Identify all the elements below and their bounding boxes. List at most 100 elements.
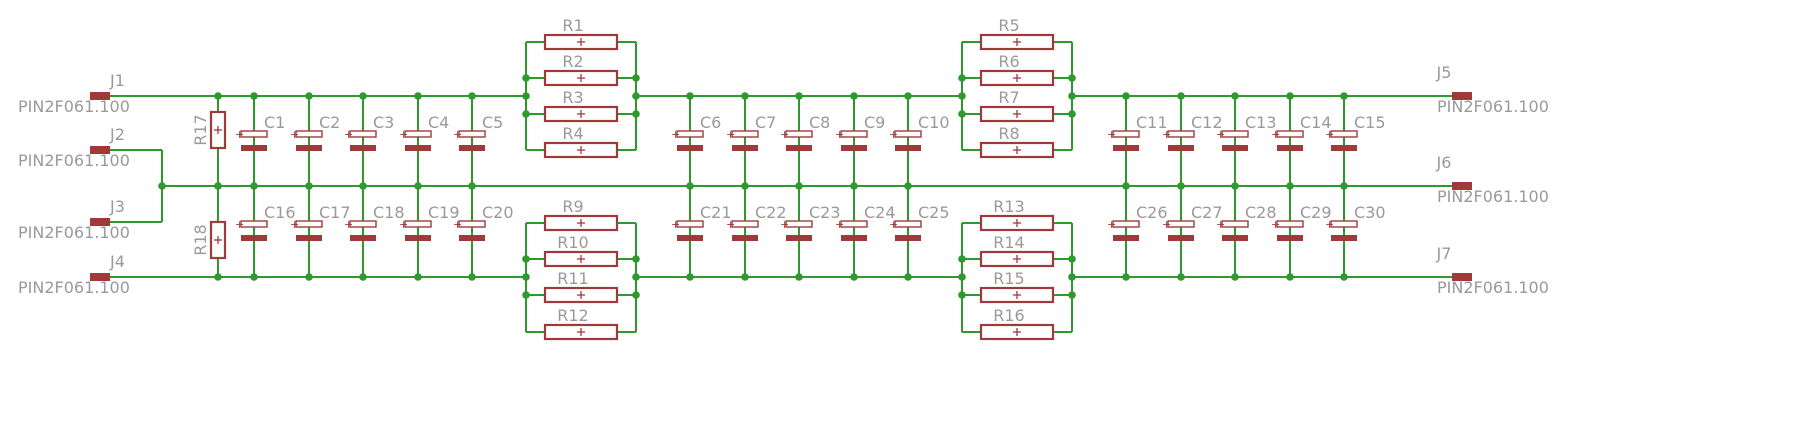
- capacitor-symbol: +: [1162, 218, 1195, 241]
- capacitor-symbol: +: [235, 128, 268, 151]
- resistor-symbol: [209, 110, 227, 150]
- capacitor-plate-negative: [1222, 235, 1248, 241]
- junction-dot: [741, 273, 749, 281]
- junction-dot: [1122, 182, 1130, 190]
- junction-dot: [686, 92, 694, 100]
- resistor-ref: R7: [998, 88, 1019, 107]
- capacitor-ref: C11: [1136, 113, 1168, 132]
- resistor-symbol: [543, 323, 619, 341]
- junction-dot: [522, 74, 530, 82]
- junction-dot: [468, 182, 476, 190]
- capacitor-plate-positive: [295, 130, 323, 138]
- capacitor-plate-negative: [677, 235, 703, 241]
- capacitor-polarity-mark: +: [835, 218, 844, 231]
- capacitor-plate-positive: [676, 130, 704, 138]
- capacitor-ref: C22: [755, 203, 787, 222]
- junction-dot: [1068, 110, 1076, 118]
- resistor-symbol: [543, 250, 619, 268]
- junction-dot: [468, 273, 476, 281]
- capacitor-ref: C15: [1354, 113, 1386, 132]
- capacitor-plate-negative: [405, 145, 431, 151]
- capacitor-plate-positive: [240, 220, 268, 228]
- capacitor-plate-negative: [1113, 235, 1139, 241]
- junction-dot: [795, 182, 803, 190]
- capacitor-symbol: +: [671, 218, 704, 241]
- junction-dot: [958, 110, 966, 118]
- capacitor-ref: C6: [700, 113, 721, 132]
- junction-dot: [1068, 74, 1076, 82]
- junction-dot: [305, 92, 313, 100]
- capacitor-plate-negative: [1277, 235, 1303, 241]
- capacitor-plate-positive: [731, 220, 759, 228]
- capacitor-symbol: +: [235, 218, 268, 241]
- capacitor-symbol: +: [1107, 128, 1140, 151]
- capacitor-plate-negative: [1331, 235, 1357, 241]
- capacitor-ref: C16: [264, 203, 296, 222]
- capacitor-ref: C19: [428, 203, 460, 222]
- capacitor-polarity-mark: +: [1162, 128, 1171, 141]
- capacitor-polarity-mark: +: [290, 218, 299, 231]
- capacitor-ref: C24: [864, 203, 896, 222]
- capacitor-ref: C1: [264, 113, 285, 132]
- junction-dot: [522, 110, 530, 118]
- capacitor-symbol: +: [726, 218, 759, 241]
- capacitor-symbol: +: [835, 218, 868, 241]
- capacitor-polarity-mark: +: [1107, 128, 1116, 141]
- junction-dot: [958, 273, 966, 281]
- resistor-ref: R15: [993, 269, 1024, 288]
- components: ++++++++++++++++++++++++++++++: [90, 33, 1472, 341]
- capacitor-plate-negative: [1222, 145, 1248, 151]
- resistor-symbol: [979, 250, 1055, 268]
- resistor-ref: R16: [993, 306, 1024, 325]
- resistor-ref: R2: [562, 52, 583, 71]
- junction-dot: [850, 92, 858, 100]
- resistor-symbol: [979, 141, 1055, 159]
- resistor-ref: R5: [998, 16, 1019, 35]
- capacitor-polarity-mark: +: [889, 128, 898, 141]
- resistor-symbol: [979, 286, 1055, 304]
- junction-dot: [250, 92, 258, 100]
- capacitor-plate-negative: [786, 145, 812, 151]
- capacitor-ref: C30: [1354, 203, 1386, 222]
- capacitor-plate-positive: [404, 130, 432, 138]
- connector-pin: [90, 273, 110, 281]
- resistor-symbol: [543, 141, 619, 159]
- capacitor-symbol: +: [1216, 218, 1249, 241]
- resistor-ref: R18: [191, 224, 210, 255]
- junction-dot: [305, 182, 313, 190]
- capacitor-ref: C8: [809, 113, 830, 132]
- resistor-ref: R1: [562, 16, 583, 35]
- junction-dot: [359, 273, 367, 281]
- junction-dot: [795, 92, 803, 100]
- resistor-symbol: [979, 105, 1055, 123]
- junction-dot: [1286, 182, 1294, 190]
- connector-pin: [90, 92, 110, 100]
- capacitor-symbol: +: [453, 218, 486, 241]
- capacitor-ref: C13: [1245, 113, 1277, 132]
- resistor-symbol: [543, 105, 619, 123]
- connector-ref: J1: [109, 71, 125, 90]
- capacitor-symbol: +: [671, 128, 704, 151]
- resistor-symbol: [979, 214, 1055, 232]
- capacitor-plate-positive: [676, 220, 704, 228]
- capacitor-polarity-mark: +: [453, 218, 462, 231]
- junction-dot: [214, 273, 222, 281]
- junction-dot: [522, 92, 530, 100]
- junction-dot: [359, 92, 367, 100]
- capacitor-plate-positive: [458, 220, 486, 228]
- capacitor-ref: C3: [373, 113, 394, 132]
- junction-dot: [1177, 182, 1185, 190]
- capacitor-ref: C29: [1300, 203, 1332, 222]
- capacitor-plate-positive: [240, 130, 268, 138]
- junction-dots: [158, 74, 1348, 299]
- capacitor-plate-negative: [350, 235, 376, 241]
- capacitor-plate-negative: [459, 235, 485, 241]
- junction-dot: [1177, 92, 1185, 100]
- capacitor-ref: C14: [1300, 113, 1332, 132]
- capacitor-plate-positive: [349, 220, 377, 228]
- capacitor-symbol: +: [889, 218, 922, 241]
- capacitor-polarity-mark: +: [671, 128, 680, 141]
- junction-dot: [850, 273, 858, 281]
- capacitor-polarity-mark: +: [235, 218, 244, 231]
- capacitor-polarity-mark: +: [671, 218, 680, 231]
